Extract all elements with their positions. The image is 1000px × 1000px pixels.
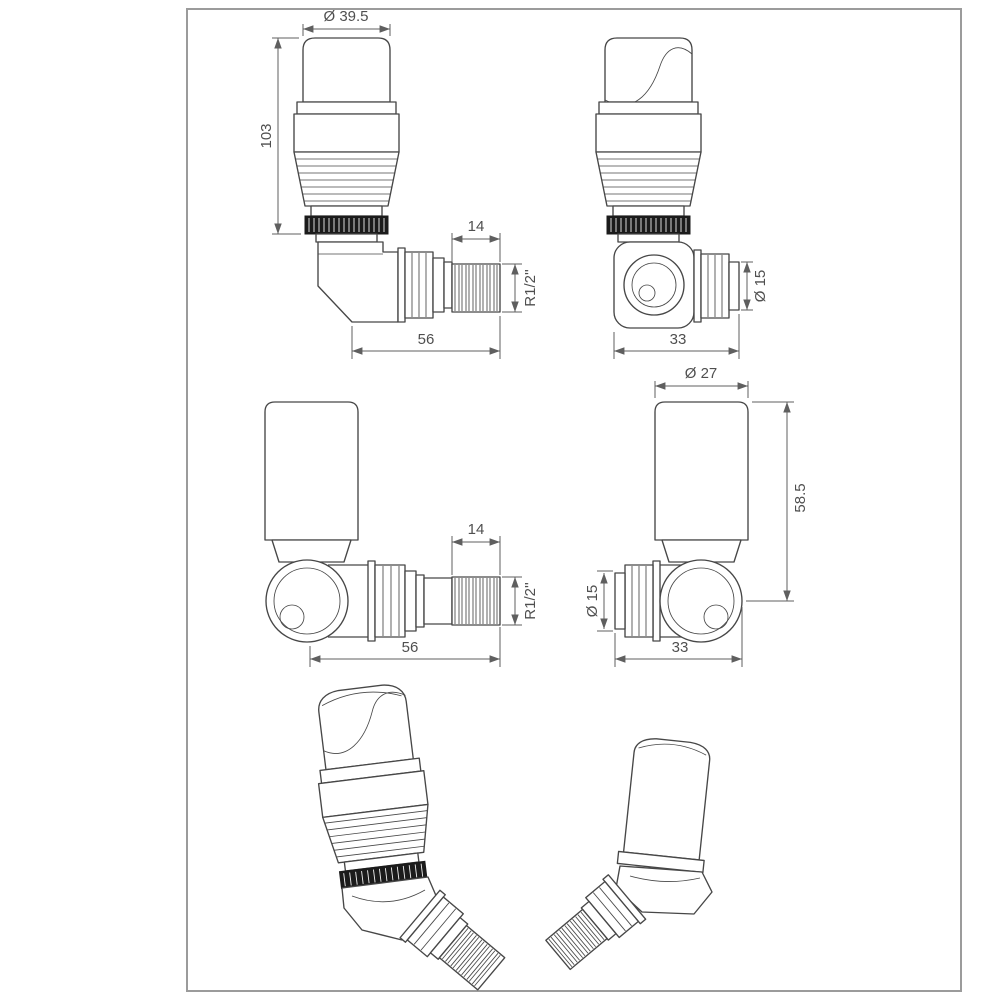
trv-knurl-ring bbox=[304, 215, 389, 235]
dim-label-head-diameter: Ø 39.5 bbox=[323, 8, 368, 25]
dim-pipe-diameter: Ø 15 bbox=[741, 261, 769, 311]
dim-label-thread-length: 14 bbox=[468, 218, 485, 235]
dim-overall-length: 56 bbox=[309, 627, 501, 667]
lockshield-front-neck bbox=[661, 539, 742, 563]
trv-front-compression-fitting bbox=[693, 249, 740, 323]
dim-label-overall-length: 33 bbox=[670, 331, 687, 348]
dim-overall-length: 33 bbox=[614, 607, 743, 667]
dim-label-head-height: 103 bbox=[258, 123, 275, 148]
trv-3d-design-swoosh bbox=[323, 691, 406, 754]
dim-pipe-diameter: Ø 15 bbox=[584, 570, 613, 632]
dim-head-height: 103 bbox=[258, 37, 301, 235]
lockshield-body-boss bbox=[265, 559, 349, 643]
dim-label-overall-length: 33 bbox=[672, 639, 689, 656]
lockshield-front-compression-fitting bbox=[614, 560, 682, 642]
trv-3d-head bbox=[317, 684, 429, 890]
dim-height-to-axis: 58.5 bbox=[746, 401, 809, 602]
dim-thread-length: 14 bbox=[451, 218, 501, 262]
trv-3d-threaded-tail bbox=[438, 924, 506, 991]
lockshield-compression-fitting bbox=[328, 560, 501, 642]
trv-3d-head-ribs bbox=[324, 810, 428, 858]
dim-head-diameter: Ø 39.5 bbox=[302, 8, 391, 36]
view-lockshield-3d bbox=[545, 738, 713, 971]
view-lockshield-side: 14 R1/2'' 56 bbox=[264, 401, 539, 667]
trv-compression-fitting bbox=[397, 247, 501, 323]
view-lockshield-front: Ø 27 58.5 Ø 15 33 bbox=[584, 365, 809, 667]
dim-label-height-to-axis: 58.5 bbox=[792, 483, 809, 512]
dim-label-thread-length: 14 bbox=[468, 521, 485, 538]
trv-3d-knurl-ticks bbox=[343, 863, 424, 887]
lockshield-3d-tail-fitting bbox=[545, 874, 647, 971]
dim-label-cap-diameter: Ø 27 bbox=[685, 365, 718, 382]
trv-front-head-ribs bbox=[597, 158, 700, 202]
trv-head-ribs bbox=[295, 158, 398, 202]
trv-front-valve-body bbox=[613, 241, 695, 329]
trv-head bbox=[293, 37, 400, 243]
lockshield-front-body-boss bbox=[659, 559, 743, 643]
dim-label-thread-spec: R1/2'' bbox=[522, 269, 539, 307]
trv-3d-tail-fitting bbox=[399, 889, 506, 991]
dim-thread-spec: R1/2'' bbox=[502, 263, 539, 313]
dim-thread-spec: R1/2'' bbox=[502, 576, 539, 626]
view-trv-side: Ø 39.5 103 14 R1/2'' 56 bbox=[258, 8, 539, 359]
trv-front-knurl-ticks bbox=[610, 218, 687, 232]
dim-thread-length: 14 bbox=[451, 521, 501, 575]
lockshield-front-cap bbox=[654, 401, 749, 541]
lockshield-neck bbox=[271, 539, 352, 563]
dim-cap-diameter: Ø 27 bbox=[654, 365, 749, 398]
dim-label-overall-length: 56 bbox=[402, 639, 419, 656]
trv-thread-ridges bbox=[454, 265, 498, 311]
lockshield-thread-ridges bbox=[454, 578, 498, 624]
view-trv-front: Ø 15 33 bbox=[595, 37, 769, 359]
lockshield-3d-thread-ridges bbox=[548, 911, 605, 967]
dim-label-pipe-diameter: Ø 15 bbox=[752, 270, 769, 303]
trv-3d-thread-ridges bbox=[442, 927, 501, 987]
view-trv-3d bbox=[317, 684, 506, 991]
trv-front-knurl-ring bbox=[606, 215, 691, 235]
trv-front-head bbox=[595, 37, 702, 243]
lockshield-3d-head bbox=[616, 738, 711, 874]
dim-overall-length: 56 bbox=[351, 316, 501, 359]
trv-knurl-ticks bbox=[308, 218, 385, 232]
dim-label-overall-length: 56 bbox=[418, 331, 435, 348]
lockshield-cap bbox=[264, 401, 359, 541]
dim-label-thread-spec: R1/2'' bbox=[522, 582, 539, 620]
dim-overall-length: 33 bbox=[613, 314, 740, 359]
dim-label-pipe-diameter: Ø 15 bbox=[584, 585, 601, 618]
